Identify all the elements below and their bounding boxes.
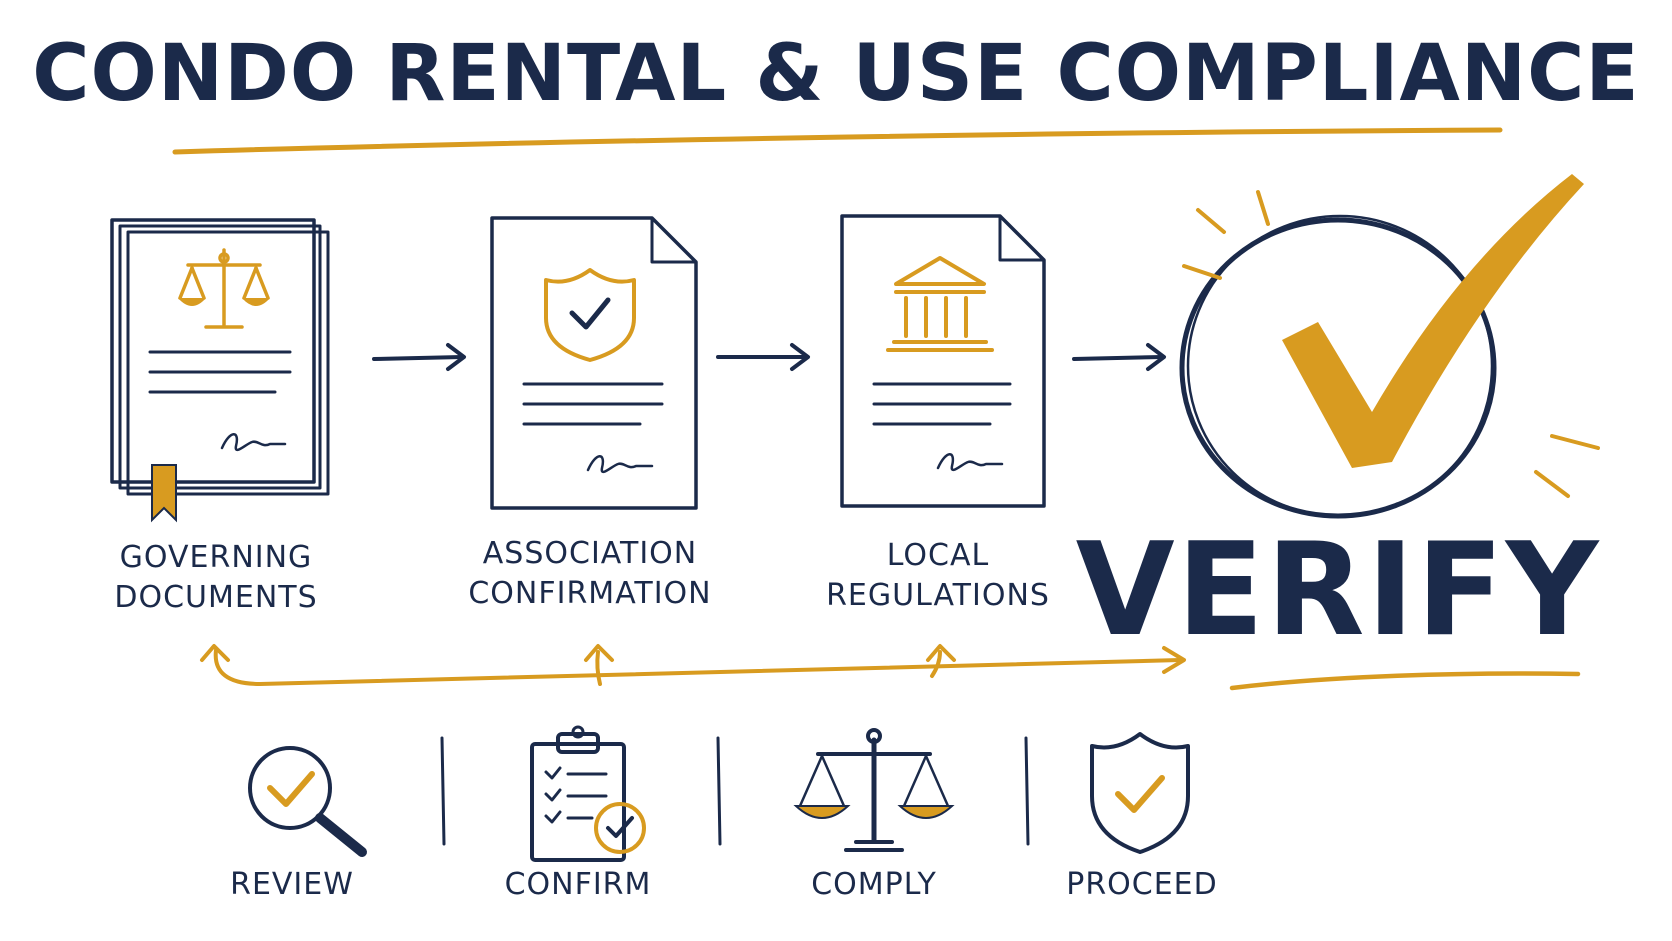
step-label-line1: ASSOCIATION (483, 536, 697, 571)
local-regulations-icon (840, 214, 1046, 508)
action-label-proceed: PROCEED (1066, 867, 1218, 902)
verify-underline (1229, 671, 1581, 691)
action-label-confirm: CONFIRM (505, 867, 652, 902)
step-label-line2: DOCUMENTS (114, 580, 317, 615)
big-checkmark-icon (1179, 174, 1600, 519)
association-confirmation-icon (490, 216, 698, 510)
step-label-line2: REGULATIONS (826, 578, 1050, 613)
step-label-line1: GOVERNING (120, 540, 313, 575)
divider (440, 736, 446, 846)
arrow-right-icon (1072, 343, 1166, 371)
title-underline (172, 127, 1503, 155)
clipboard-checklist-icon (530, 725, 646, 862)
verify-label: VERIFY (1076, 516, 1601, 665)
governing-documents-icon (110, 218, 330, 523)
step-label-line2: CONFIRMATION (468, 576, 711, 611)
action-label-review: REVIEW (230, 867, 354, 902)
feedback-connector (200, 644, 1186, 686)
page-title: CONDO RENTAL & USE COMPLIANCE (32, 29, 1639, 119)
arrow-right-icon (372, 343, 466, 371)
scales-icon (793, 728, 955, 852)
divider (716, 736, 722, 846)
magnifier-check-icon (248, 746, 367, 857)
step-label-line1: LOCAL (887, 538, 989, 573)
shield-check-icon (1090, 732, 1190, 854)
arrow-right-icon (716, 343, 810, 371)
divider (1024, 736, 1030, 846)
action-label-comply: COMPLY (811, 867, 937, 902)
